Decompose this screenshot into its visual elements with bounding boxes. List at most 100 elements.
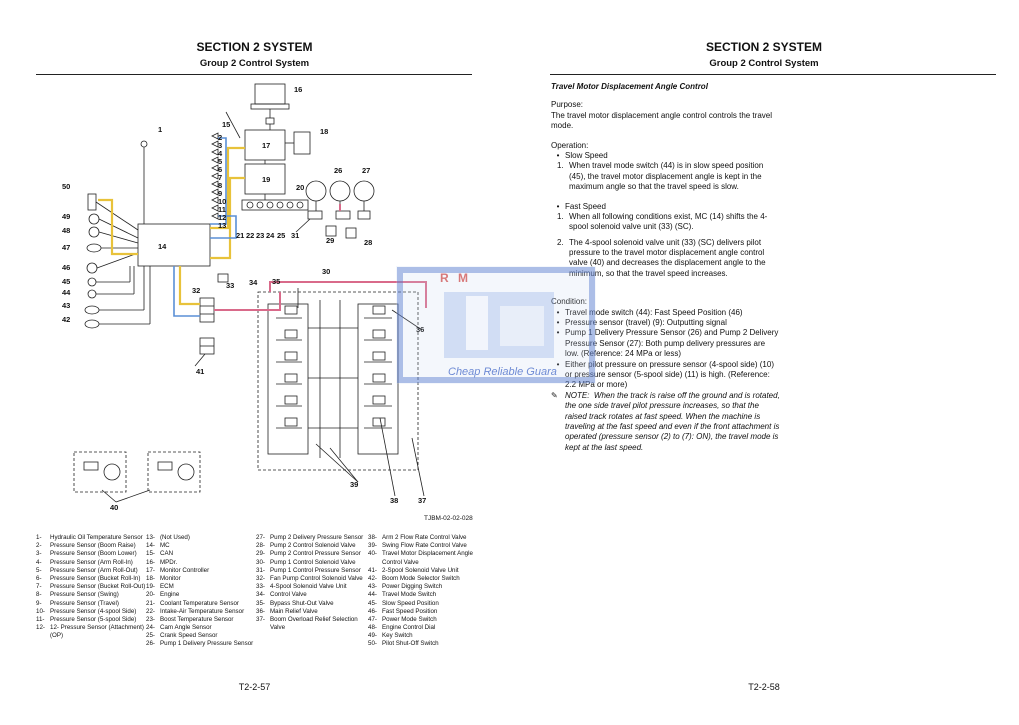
label-35: 35 [272, 277, 280, 286]
label-41: 41 [196, 367, 204, 376]
legend-item: 43-Power Digging Switch [368, 583, 480, 591]
legend-text: Arm 2 Flow Rate Control Valve [382, 534, 467, 541]
condition-item: •Pump 1 Delivery Pressure Sensor (26) an… [556, 328, 779, 359]
legend-text: Pressure Sensor (Swing) [50, 591, 119, 599]
legend-text: Pressure Sensor (Travel) [50, 599, 119, 607]
legend-text: Key Switch [382, 632, 413, 640]
label-15: 15 [222, 120, 230, 129]
legend-item: 12-12- Pressure Sensor (Attachment) (OP) [36, 624, 148, 640]
legend-item: 17-Monitor Controller [146, 567, 258, 575]
operation-label: Operation: [551, 140, 589, 150]
pencil-icon: ✎ [551, 390, 558, 400]
legend-number: 38- [368, 534, 377, 541]
label-10: 10 [218, 197, 226, 206]
note-label: NOTE: [565, 390, 590, 400]
label-2: 2 [218, 133, 222, 142]
label-4: 4 [218, 149, 223, 158]
power-digging-switch-icon [84, 305, 100, 315]
legend-item: 24-Cam Angle Sensor [146, 624, 258, 632]
legend-text: MPDr. [160, 558, 178, 566]
legend-text: Cam Angle Sensor [160, 624, 212, 632]
legend-item: 42-Boom Mode Selector Switch [368, 575, 480, 583]
label-26: 26 [334, 166, 342, 175]
pilot-shutoff-switch-icon [87, 193, 97, 211]
condition-label: Condition: [551, 297, 588, 307]
slow-step-1: 1.When travel mode switch (44) is in slo… [557, 161, 764, 192]
legend-number: 36- [256, 607, 265, 615]
legend-text: ECM [160, 583, 174, 591]
legend-number: 48- [368, 624, 377, 632]
purpose-label: Purpose: [551, 100, 584, 110]
label-17: 17 [262, 141, 270, 150]
legend-number: 26- [146, 640, 155, 648]
legend-text: Boom Overload Relief Selection Valve [270, 615, 358, 632]
legend-text: Coolant Temperature Sensor [160, 599, 239, 607]
legend-item: 16-MPDr. [146, 559, 258, 567]
legend-number: 27- [256, 534, 265, 541]
legend-text: Pump 2 Control Pressure Sensor [270, 550, 361, 558]
legend-item: 15-CAN [146, 550, 258, 558]
legend-text: Hydraulic Oil Temperature Sensor [50, 534, 143, 541]
legend-item: 35-Bypass Shut-Out Valve [256, 600, 368, 608]
label-16: 16 [294, 85, 302, 94]
watermark-logo-icon [396, 266, 596, 384]
label-36: 36 [416, 325, 424, 334]
legend-item: 25- Crank Speed Sensor [146, 632, 258, 640]
group-title: Group 2 Control System [199, 58, 310, 69]
label-23: 23 [256, 231, 264, 240]
legend-item: 46-Fast Speed Position [368, 608, 480, 616]
label-46: 46 [62, 263, 70, 272]
legend-number: 28- [256, 542, 265, 550]
label-21: 21 [236, 231, 244, 240]
legend-item: 18-Monitor [146, 575, 258, 583]
legend-item: 36-Main Relief Valve [256, 608, 368, 616]
condition-item: •Either pilot pressure on pressure senso… [556, 359, 774, 390]
right-page: SECTION 2 SYSTEM Group 2 Control System … [509, 0, 1019, 725]
legend-item: 32-Fan Pump Control Solenoid Valve [256, 575, 368, 583]
legend-text: Pump 2 Control Solenoid Valve [270, 542, 356, 550]
mc-controller-box [137, 223, 211, 267]
legend-item: 45-Slow Speed Position [368, 600, 480, 608]
label-6: 6 [218, 165, 222, 174]
legend-text: Slow Speed Position [382, 599, 439, 607]
legend-text: Pressure Sensor (Arm Roll-In) [50, 558, 133, 566]
legend-item: 21-Coolant Temperature Sensor [146, 600, 258, 608]
legend-number: 29- [256, 550, 265, 558]
label-39: 39 [350, 480, 358, 489]
label-5: 5 [218, 157, 222, 166]
pump-1-icon [305, 180, 327, 202]
legend-item: 2-Pressure Sensor (Boom Raise) [36, 542, 148, 550]
legend-number: 25- [146, 632, 155, 640]
legend-number: 19- [146, 583, 155, 591]
legend-number: 40- [368, 550, 377, 558]
legend-number: 3- [36, 550, 42, 558]
legend-number: 15- [146, 550, 155, 558]
section-title: SECTION 2 SYSTEM [705, 40, 823, 54]
legend-text: Crank Speed Sensor [160, 632, 218, 640]
power-mode-switch-icon [86, 262, 98, 274]
label-27: 27 [362, 166, 370, 175]
legend-number: 1- [36, 534, 42, 541]
legend-item: 38- Arm 2 Flow Rate Control Valve [368, 534, 480, 542]
legend-item: 5-Pressure Sensor (Arm Roll-Out) [36, 567, 148, 575]
header-rule [36, 74, 472, 75]
label-31: 31 [291, 231, 299, 240]
legend-item: 49- Key Switch [368, 632, 480, 640]
label-25: 25 [277, 231, 285, 240]
label-43: 43 [62, 301, 70, 310]
legend-text: MC [160, 542, 170, 550]
section-heading: Travel Motor Displacement Angle Control [551, 82, 708, 91]
legend-number: 4- [36, 558, 42, 566]
control-system-diagram: 16 17 18 19 20 21 22 23 24 25 26 27 28 2… [62, 83, 473, 522]
legend-number: 35- [256, 599, 265, 607]
legend-number: 8- [36, 591, 42, 599]
label-48: 48 [62, 226, 70, 235]
legend-number: 11- [36, 615, 45, 623]
legend-number: 14- [146, 542, 155, 550]
figure-id: TJBM-02-02-028 [424, 515, 473, 522]
legend-number: 49- [368, 632, 377, 640]
legend-text: Engine [160, 591, 180, 599]
legend-number: 46- [368, 607, 377, 615]
